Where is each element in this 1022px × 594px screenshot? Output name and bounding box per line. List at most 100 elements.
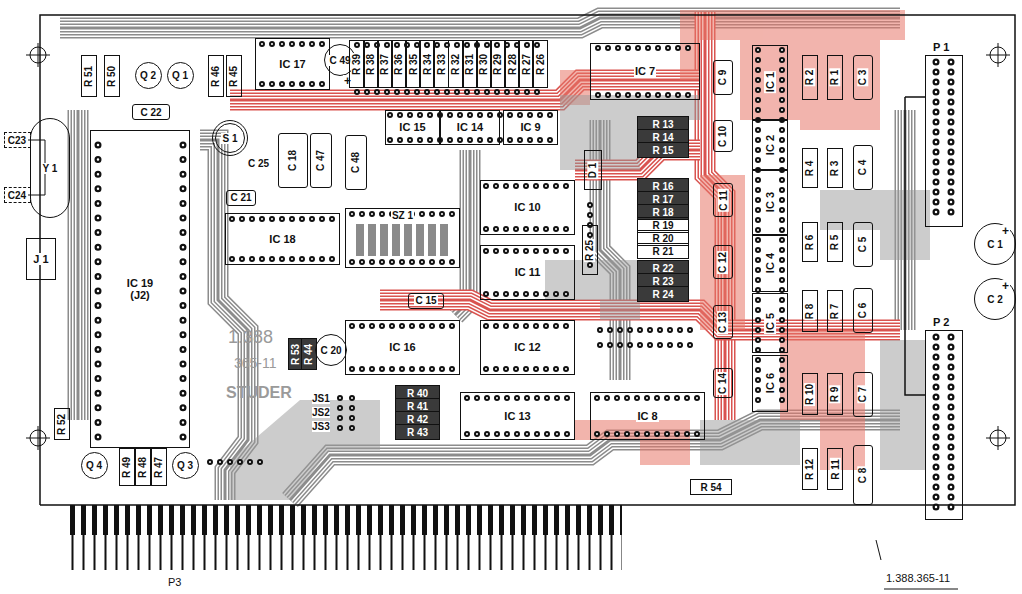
component-designator: C 6 bbox=[858, 302, 869, 320]
component-designator: R 7 bbox=[830, 302, 841, 320]
capacitor-outline: C 7 bbox=[853, 372, 873, 417]
ic-outline: IC 18 bbox=[225, 213, 340, 265]
ic-outline: IC 1 bbox=[752, 45, 788, 120]
component-designator: R 47 bbox=[154, 455, 165, 478]
component-designator: IC 10 bbox=[513, 201, 541, 213]
component-designator: R 53 bbox=[291, 342, 302, 365]
component-designator: R 24 bbox=[651, 289, 674, 300]
component-designator: R 25 bbox=[585, 238, 596, 261]
component-designator: R 44 bbox=[304, 342, 315, 365]
resistor-outline: R 12 bbox=[802, 448, 818, 490]
component-designator: C 8 bbox=[858, 466, 869, 484]
edge-connector-fingers bbox=[70, 520, 622, 550]
capacitor-outline: C 5 bbox=[853, 222, 873, 267]
component-designator: IC 11 bbox=[514, 266, 542, 278]
capacitor-outline: C 3 bbox=[853, 55, 873, 100]
component-designator: R 26 bbox=[535, 52, 546, 75]
solder-pads bbox=[98, 44, 951, 515]
designator-label: C 25 bbox=[248, 158, 269, 169]
component-designator: R 42 bbox=[406, 414, 429, 425]
board-number: 365-11 bbox=[234, 356, 277, 371]
component-designator: R 40 bbox=[406, 388, 429, 399]
component-designator: IC 7 bbox=[634, 65, 656, 77]
component-designator: IC 2 bbox=[764, 134, 776, 156]
resistor-outline: D 1 bbox=[584, 150, 602, 190]
resistor-outline: R 50 bbox=[104, 55, 120, 97]
component-designator: R 4 bbox=[805, 159, 816, 177]
jumper-label: JS1 bbox=[312, 393, 330, 404]
capacitor-outline: C24 bbox=[4, 187, 31, 203]
round-component: Q 2 bbox=[135, 62, 162, 89]
ic-outline: IC 8 bbox=[590, 392, 705, 440]
component-designator: C24 bbox=[7, 190, 27, 201]
component-designator: IC 3 bbox=[764, 191, 776, 213]
component-designator: C 1 bbox=[986, 239, 1004, 250]
component-designator: R 19 bbox=[651, 220, 674, 231]
resistor-outline: R 47 bbox=[151, 448, 167, 486]
ic-outline: IC 16 bbox=[345, 320, 460, 375]
capacitor-outline: C 48 bbox=[345, 135, 367, 190]
component-designator: C 12 bbox=[718, 250, 729, 273]
component-designator: R 17 bbox=[651, 194, 674, 205]
capacitor-outline: C 14 bbox=[713, 368, 733, 398]
capacitor-outline: C 13 bbox=[713, 305, 733, 339]
component-designator: R 15 bbox=[651, 145, 674, 156]
component-designator: R 39 bbox=[351, 52, 362, 75]
component-designator: IC 4 bbox=[764, 252, 776, 274]
component-designator: IC 9 bbox=[519, 121, 541, 133]
resistor-network: R 43 bbox=[395, 424, 440, 440]
resistor-outline: R 10 bbox=[802, 373, 818, 415]
ic-outline: IC 3 bbox=[752, 170, 788, 235]
component-designator: R 20 bbox=[651, 233, 674, 244]
component-designator: R 31 bbox=[464, 52, 475, 75]
component-designator: R 28 bbox=[507, 52, 518, 75]
component-designator: IC 19 (J2) bbox=[117, 277, 163, 301]
ic-outline: IC 10 bbox=[480, 180, 575, 235]
resistor-outline: R 46 bbox=[208, 55, 224, 97]
component-designator: IC 12 bbox=[513, 341, 541, 353]
component-designator: C 4 bbox=[858, 159, 869, 177]
component-designator: IC 18 bbox=[268, 233, 296, 245]
connector-label: P3 bbox=[168, 576, 181, 588]
component-designator: R 34 bbox=[422, 52, 433, 75]
component-designator: Q 2 bbox=[139, 70, 157, 81]
capacitor-outline: C 22 bbox=[132, 104, 170, 120]
component-designator: R 29 bbox=[493, 52, 504, 75]
polarity-mark: + bbox=[343, 75, 352, 88]
round-component: Q 4 bbox=[81, 452, 108, 479]
component-designator: IC 6 bbox=[764, 372, 776, 394]
resistor-outline: R 49 bbox=[119, 448, 135, 486]
component-designator: S 1 bbox=[221, 133, 238, 144]
ic-outline: IC 19 (J2) bbox=[90, 130, 190, 448]
connector-outline: P 1 bbox=[925, 55, 963, 227]
round-component: Q 1 bbox=[167, 62, 194, 89]
polarity-mark: + bbox=[1001, 280, 1010, 293]
component-designator: R 18 bbox=[651, 207, 674, 218]
component-designator: SZ 1 bbox=[391, 210, 414, 221]
component-designator: R 36 bbox=[393, 52, 404, 75]
part-number: 1.388.365-11 bbox=[886, 572, 950, 584]
component-designator: R 48 bbox=[138, 455, 149, 478]
component-designator: P 1 bbox=[932, 41, 950, 53]
component-designator: R 10 bbox=[805, 382, 816, 405]
component-designator: IC 1 bbox=[764, 71, 776, 93]
component-designator: R 38 bbox=[365, 52, 376, 75]
component-designator: C 15 bbox=[414, 295, 437, 306]
copper-red bbox=[560, 10, 905, 470]
resistor-outline: R 7 bbox=[827, 290, 843, 332]
round-component: C 20 bbox=[315, 334, 347, 366]
component-designator: Q 4 bbox=[85, 460, 103, 471]
resistor-outline: R 4 bbox=[802, 148, 818, 188]
resistor-outline: R 6 bbox=[802, 222, 818, 262]
component-designator: C 11 bbox=[718, 189, 729, 212]
ic-outline: IC 9 bbox=[503, 110, 558, 145]
ic-outline: IC 17 bbox=[255, 38, 330, 90]
component-designator: R 14 bbox=[651, 132, 674, 143]
resistor-outline: R 5 bbox=[827, 222, 843, 262]
resistor-outline: R 48 bbox=[135, 448, 151, 486]
component-designator: Q 3 bbox=[176, 460, 194, 471]
resistor-outline: R 9 bbox=[827, 373, 843, 415]
ic-outline: IC 13 bbox=[460, 392, 575, 440]
component-designator: C 3 bbox=[858, 69, 869, 87]
ic-outline: J 1 bbox=[26, 238, 56, 280]
